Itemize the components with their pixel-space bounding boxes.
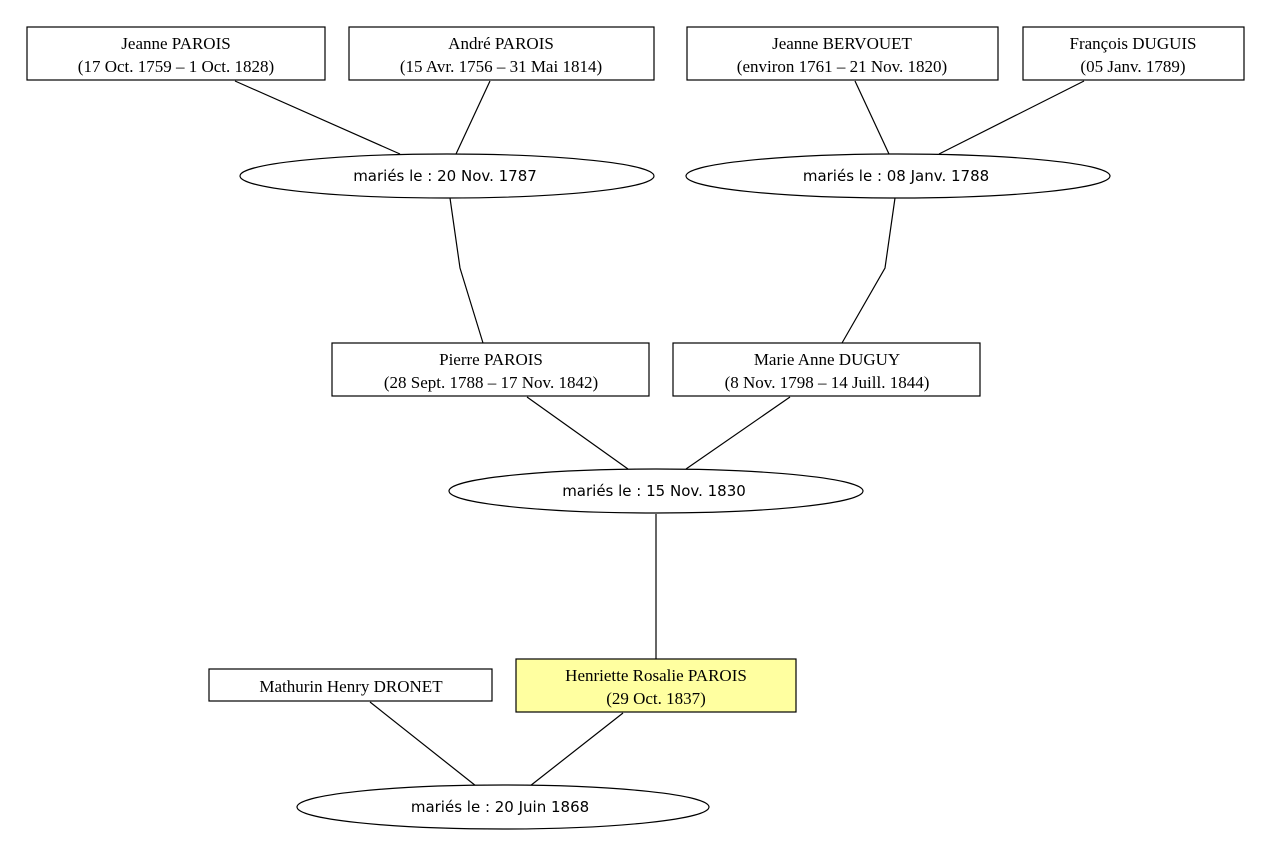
person-dates: (05 Janv. 1789) <box>1080 57 1185 76</box>
person-dates: (15 Avr. 1756 – 31 Mai 1814) <box>400 57 602 76</box>
edge-henriette-parois-to-m1868 <box>529 712 624 787</box>
person-node-marie-anne-duguy: Marie Anne DUGUY (8 Nov. 1798 – 14 Juill… <box>672 342 981 397</box>
edge-jeanne-parois-to-m1787 <box>234 80 401 155</box>
person-dates: (28 Sept. 1788 – 17 Nov. 1842) <box>384 373 598 392</box>
marriage-label: mariés le : 20 Nov. 1787 <box>353 167 537 185</box>
person-name: Mathurin Henry DRONET <box>259 677 443 696</box>
person-node-pierre-parois: Pierre PAROIS (28 Sept. 1788 – 17 Nov. 1… <box>331 342 650 397</box>
edge-m1788-to-marie-anne-duguy <box>841 197 896 344</box>
marriage-node-1787: mariés le : 20 Nov. 1787 <box>239 153 655 199</box>
person-name: Pierre PAROIS <box>439 350 543 369</box>
person-name: Jeanne PAROIS <box>121 34 230 53</box>
tree-edges <box>234 80 1085 787</box>
person-dates: (29 Oct. 1837) <box>606 689 706 708</box>
marriage-node-1788: mariés le : 08 Janv. 1788 <box>685 153 1111 199</box>
marriage-node-1868: mariés le : 20 Juin 1868 <box>296 784 710 830</box>
person-name: Jeanne BERVOUET <box>772 34 912 53</box>
person-name: André PAROIS <box>448 34 554 53</box>
edge-m1787-to-pierre-parois <box>449 197 484 344</box>
edge-mathurin-dronet-to-m1868 <box>369 701 477 787</box>
marriage-label: mariés le : 08 Janv. 1788 <box>803 167 989 185</box>
edge-jeanne-bervouet-to-m1788 <box>854 80 890 155</box>
edge-andre-parois-to-m1787 <box>455 80 491 155</box>
person-node-andre-parois: André PAROIS (15 Avr. 1756 – 31 Mai 1814… <box>348 26 655 81</box>
edge-marie-anne-duguy-to-m1830 <box>685 396 791 470</box>
marriage-label: mariés le : 15 Nov. 1830 <box>562 482 746 500</box>
person-node-jeanne-bervouet: Jeanne BERVOUET (environ 1761 – 21 Nov. … <box>686 26 999 81</box>
person-node-jeanne-parois: Jeanne PAROIS (17 Oct. 1759 – 1 Oct. 182… <box>26 26 326 81</box>
person-node-henriette-parois: Henriette Rosalie PAROIS (29 Oct. 1837) <box>515 658 797 713</box>
person-name: François DUGUIS <box>1069 34 1196 53</box>
person-name: Henriette Rosalie PAROIS <box>565 666 747 685</box>
person-node-mathurin-dronet: Mathurin Henry DRONET <box>208 668 493 702</box>
person-dates: (environ 1761 – 21 Nov. 1820) <box>737 57 947 76</box>
person-dates: (17 Oct. 1759 – 1 Oct. 1828) <box>78 57 274 76</box>
person-dates: (8 Nov. 1798 – 14 Juill. 1844) <box>725 373 930 392</box>
edge-francois-duguis-to-m1788 <box>938 80 1085 155</box>
person-name: Marie Anne DUGUY <box>754 350 900 369</box>
edge-pierre-parois-to-m1830 <box>526 396 629 470</box>
person-node-francois-duguis: François DUGUIS (05 Janv. 1789) <box>1022 26 1245 81</box>
marriage-node-1830: mariés le : 15 Nov. 1830 <box>448 468 864 514</box>
marriage-label: mariés le : 20 Juin 1868 <box>411 798 589 816</box>
